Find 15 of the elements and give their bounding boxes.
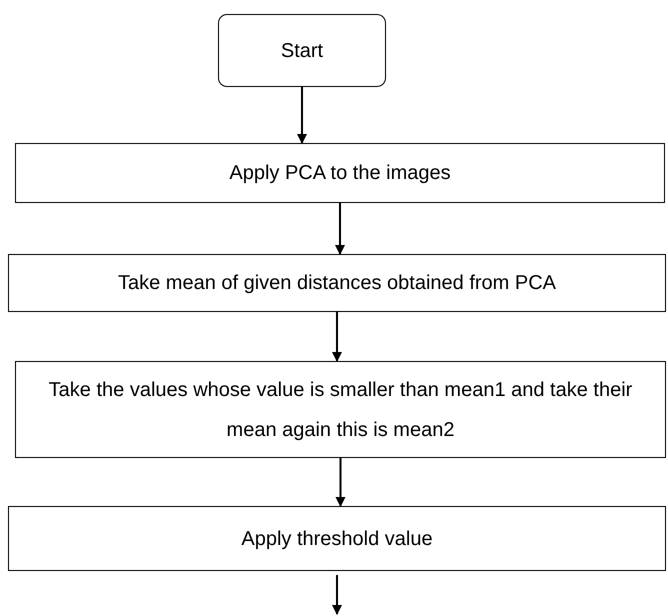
arrow (332, 312, 342, 362)
process-box (15, 143, 665, 203)
process-box (15, 361, 666, 458)
arrow (332, 575, 342, 615)
process-box (8, 254, 666, 312)
process-box (8, 506, 666, 571)
box-label: Apply threshold value (241, 526, 433, 552)
box-label: Apply PCA to the images (229, 161, 451, 186)
start-box (218, 14, 386, 87)
arrow (336, 458, 346, 507)
arrow (297, 87, 307, 144)
arrow (335, 203, 345, 255)
box-label: Take the values whose value is smaller than mean1 and take their mean again this is mean2 (48, 378, 634, 442)
box-label: Start (280, 38, 324, 64)
box-label: Take mean of given distances obtained from PCA (118, 271, 556, 296)
